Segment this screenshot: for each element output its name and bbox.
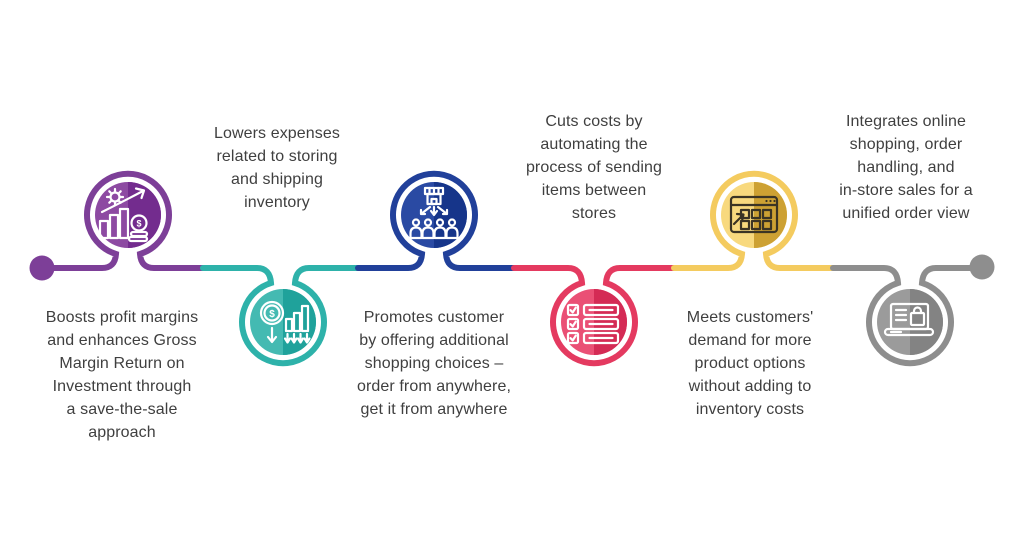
milestone-transfer-automation: [511, 265, 677, 367]
milestone-caption-shopping-choices: Promotes customer by offering additional…: [356, 309, 512, 418]
milestone-disc-shade: [910, 289, 943, 355]
growth-gear-chart-icon: $: [98, 187, 149, 243]
timeline-track-segment: [200, 265, 361, 367]
milestone-profit-margins: $: [29, 170, 206, 281]
milestone-product-options: [671, 170, 836, 271]
cursor-arrow: [732, 212, 745, 226]
laptop-shopping-icon: [883, 302, 935, 337]
cost-decrease-icon: $: [259, 300, 311, 344]
milestone-caption-profit-margins: Boosts profit margins and enhances Gross…: [45, 309, 199, 441]
store-distribution-icon: [409, 186, 459, 240]
browser-grid-cursor-icon: [729, 195, 779, 234]
timeline-track-segment: [671, 170, 836, 271]
timeline-track-segment: [39, 170, 206, 271]
milestone-unified-orders: [830, 254, 995, 367]
milestone-disc-shade: [594, 289, 627, 355]
timeline-track-segment: [355, 170, 517, 271]
checklist-icon: [566, 303, 620, 345]
timeline-end-dot: [969, 254, 995, 280]
dollar-glyph: $: [269, 309, 275, 320]
timeline-track-segment: [830, 265, 973, 367]
milestone-caption-product-options: Meets customers' demand for more product…: [686, 309, 814, 418]
timeline-track-segment: [511, 265, 677, 367]
dollar-glyph: $: [136, 219, 141, 229]
milestone-caption-lower-expenses: Lowers expenses related to storing and s…: [213, 125, 340, 211]
milestone-disc-shade: [434, 182, 467, 248]
milestone-caption-transfer-automation: Cuts costs by automating the process of …: [525, 113, 663, 222]
milestone-caption-unified-orders: Integrates online shopping, order handli…: [839, 113, 973, 222]
milestone-shopping-choices: [355, 170, 517, 271]
milestone-lower-expenses: $: [200, 265, 361, 367]
